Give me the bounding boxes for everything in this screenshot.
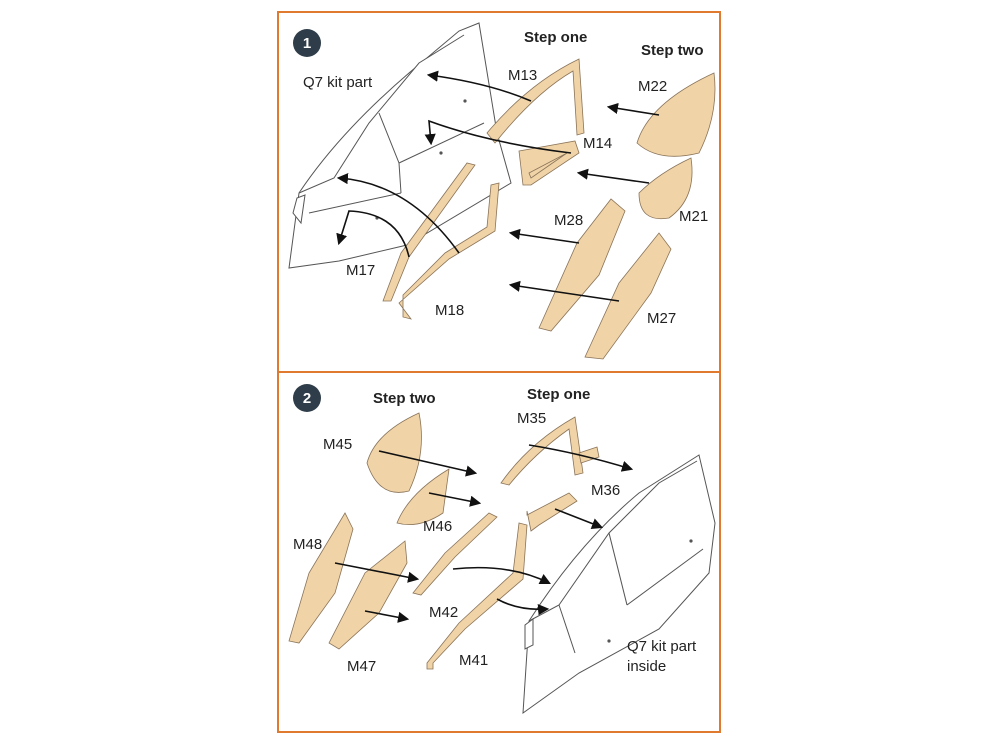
arrow-m47	[364, 610, 410, 623]
label-m21: M21	[679, 208, 708, 225]
mask-m18	[398, 182, 500, 320]
step-two-label: Step two	[641, 42, 704, 59]
arrow-m35	[528, 444, 634, 472]
arrow-m48	[334, 562, 420, 583]
label-m13: M13	[508, 67, 537, 84]
kit-part-label: Q7 kit part	[627, 638, 697, 655]
step-badge-1: 1	[293, 29, 321, 57]
label-m27: M27	[647, 310, 676, 327]
mask-m46	[396, 468, 450, 526]
label-m28: M28	[554, 212, 583, 229]
badge-number: 2	[303, 390, 311, 407]
mask-m35	[500, 416, 584, 486]
step-two-label: Step two	[373, 390, 436, 407]
label-m36: M36	[591, 482, 620, 499]
label-m35: M35	[517, 410, 546, 427]
mask-m14	[518, 140, 580, 186]
arrow-m46	[428, 492, 482, 507]
step-badge-2: 2	[293, 384, 321, 412]
kit-part-label-inside: inside	[627, 658, 666, 675]
mask-m48	[288, 512, 354, 644]
mask-m27	[584, 232, 672, 360]
panel-step-2: 2 Step two Step one M35 M45 M36 M46 M48 …	[277, 372, 721, 733]
diagram-1: 1 Step one Step two Q7 kit part M13 M14 …	[288, 22, 716, 360]
label-m14: M14	[583, 135, 612, 152]
label-m45: M45	[323, 436, 352, 453]
label-m18: M18	[435, 302, 464, 319]
mask-m45	[366, 412, 422, 493]
mask-m21	[638, 157, 693, 220]
arrow-m28	[508, 228, 580, 244]
label-m46: M46	[423, 518, 452, 535]
mask-m41	[426, 522, 528, 670]
mask-m42	[412, 512, 498, 596]
arrow-m18	[336, 210, 410, 258]
panel-step-1: 1 Step one Step two Q7 kit part M13 M14 …	[277, 11, 721, 372]
arrow-m22	[606, 102, 660, 116]
arrow-m41	[496, 598, 550, 616]
label-m41: M41	[459, 652, 488, 669]
label-m47: M47	[347, 658, 376, 675]
arrow-m42	[452, 566, 552, 585]
arrow-m14	[424, 119, 572, 154]
mask-m47	[328, 540, 408, 650]
mask-m13	[486, 58, 585, 144]
diagram-2: 2 Step two Step one M35 M45 M36 M46 M48 …	[288, 384, 716, 715]
mask-m22	[636, 72, 716, 157]
step-one-label: Step one	[524, 29, 587, 46]
arrow-m45	[378, 450, 478, 477]
arrow-m21	[576, 168, 650, 184]
label-m17: M17	[346, 262, 375, 279]
arrow-m36	[554, 508, 604, 529]
mask-m17	[382, 162, 476, 302]
badge-number: 1	[303, 35, 311, 52]
step-one-label: Step one	[527, 386, 590, 403]
kit-part-label: Q7 kit part	[303, 74, 373, 91]
canopy-kit-part	[288, 22, 512, 269]
label-m42: M42	[429, 604, 458, 621]
mask-m36	[526, 446, 600, 532]
arrow-m27	[508, 280, 620, 302]
label-m48: M48	[293, 536, 322, 553]
arrow-m17	[336, 173, 460, 254]
arrow-m13	[426, 70, 532, 102]
label-m22: M22	[638, 78, 667, 95]
